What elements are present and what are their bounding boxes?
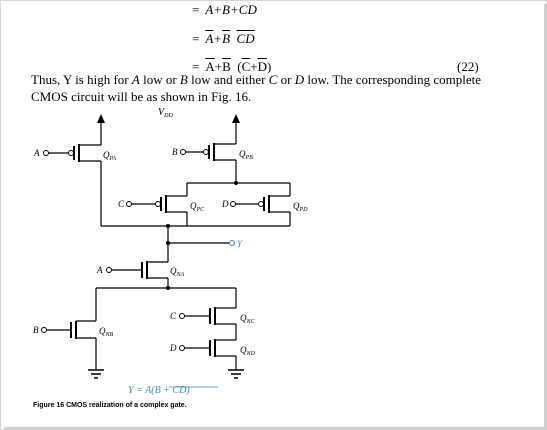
label-qnb: QNB	[99, 326, 114, 338]
input-label-a: A	[33, 148, 40, 158]
label-qnc: QNC	[240, 313, 256, 325]
label-qpa: QPA	[103, 150, 116, 162]
output-y: Y	[166, 239, 243, 249]
figure-caption: Figure 16 CMOS realization of a complex …	[33, 402, 187, 409]
vdd-arrow-left	[97, 114, 105, 140]
label-qpd: QPD	[293, 201, 308, 213]
equation-number: (22)	[457, 59, 479, 74]
input-terminal-icon	[43, 150, 49, 156]
ground-icon	[228, 369, 244, 379]
vdd-label: VDD	[158, 107, 173, 119]
input-label-b: B	[172, 147, 178, 157]
junction-dot	[166, 286, 170, 290]
label-qnd: QND	[240, 345, 256, 357]
inversion-bubble-icon	[203, 149, 209, 155]
input-label-b2: B	[33, 325, 39, 335]
transistor-qnb: B QNB	[33, 320, 114, 339]
input-terminal-icon	[179, 313, 185, 319]
transistor-qnc: C QNC	[170, 307, 256, 325]
body-paragraph: Thus, Y is high for A low or B low and e…	[31, 72, 482, 104]
input-label-c: C	[118, 199, 125, 209]
transistor-qpa: A QPA	[33, 140, 116, 162]
input-label-c2: C	[170, 311, 177, 321]
equation-1-text: A+B+CD	[205, 2, 257, 17]
input-terminal-icon	[41, 327, 47, 333]
input-terminal-icon	[180, 149, 186, 155]
label-qpc: QPC	[190, 201, 205, 213]
junction-dot	[234, 181, 238, 185]
output-label-y: Y	[237, 239, 243, 249]
inversion-bubble-icon	[258, 201, 264, 207]
input-label-d: D	[221, 199, 229, 209]
input-terminal-icon	[106, 267, 112, 273]
page-shadow-bottom	[4, 427, 547, 430]
page-shadow-right	[544, 4, 547, 430]
input-terminal-icon	[179, 345, 185, 351]
transistor-qpb: B QPB	[172, 140, 253, 161]
input-terminal-icon	[230, 201, 236, 207]
transistor-qna: A QNA	[96, 261, 185, 279]
transistor-qpd: D QPD	[221, 195, 308, 213]
inversion-bubble-icon	[68, 150, 74, 156]
equation-line-2: =A+B CD	[192, 31, 255, 46]
label-qna: QNA	[170, 266, 185, 278]
input-label-d2: D	[169, 343, 177, 353]
output-expression: Y = A(B + CD)	[128, 385, 190, 396]
output-terminal-icon	[229, 240, 235, 246]
transistor-qnd: D QND	[169, 339, 256, 357]
input-label-a2: A	[96, 265, 103, 275]
ground-icon	[88, 369, 104, 379]
equation-line-1: =A+B+CD	[192, 2, 257, 17]
vdd-arrow-right	[232, 114, 240, 140]
equation-line-3: =A+B (C+D)	[192, 59, 272, 74]
label-qpb: QPB	[239, 149, 253, 161]
transistor-qpc: C QPC	[118, 195, 205, 213]
inversion-bubble-icon	[155, 201, 161, 207]
input-terminal-icon	[126, 201, 132, 207]
